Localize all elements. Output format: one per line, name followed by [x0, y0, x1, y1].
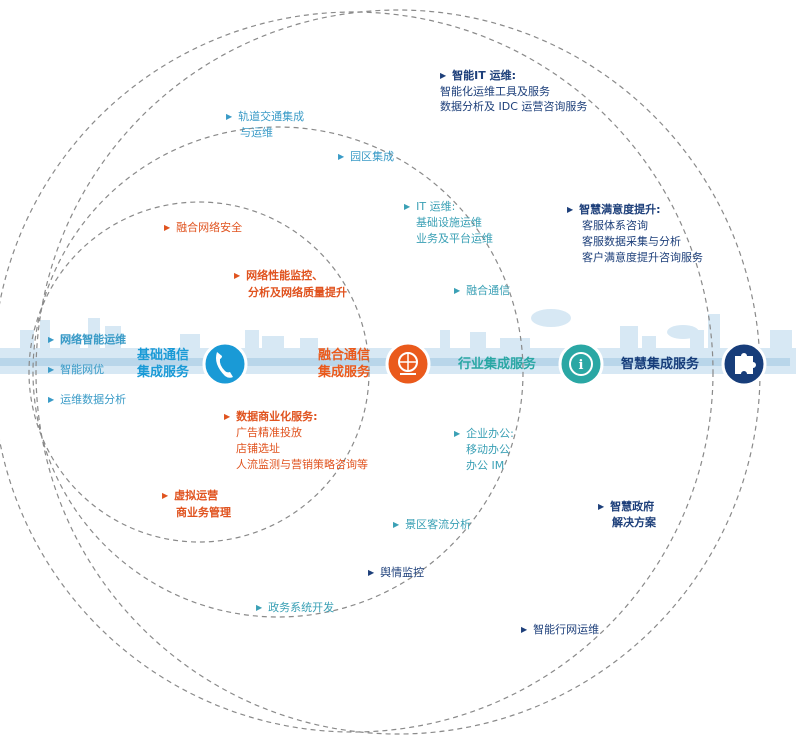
perf-line1: 网络性能监控、 — [234, 268, 323, 284]
puzzle-icon — [721, 341, 767, 387]
office-line1: 移动办公 — [466, 443, 510, 456]
network-globe-icon — [385, 341, 431, 387]
sentiment: 舆情监控 — [368, 565, 424, 581]
net-security: 融合网络安全 — [164, 220, 242, 236]
virtual-line1: 虚拟运营 — [162, 488, 218, 504]
phone-icon — [202, 341, 248, 387]
it-line1: 基础设施运维 — [416, 216, 482, 229]
it-title: IT 运维: — [404, 199, 455, 215]
it-ops-line1: 智能化运维工具及服务 — [440, 85, 550, 98]
perf-line2: 分析及网络质量提升 — [248, 286, 347, 299]
data-title: 数据商业化服务: — [224, 409, 317, 425]
ring-2 — [32, 126, 524, 618]
info-hand-icon: i — [558, 341, 604, 387]
gov-line2: 解决方案 — [612, 516, 656, 529]
data-line3: 人流监测与营销策略咨询等 — [236, 458, 368, 471]
ring-1 — [28, 201, 370, 543]
park-integration: 园区集成 — [338, 149, 394, 165]
it-line2: 业务及平台运维 — [416, 232, 493, 245]
satisfaction-title: 智慧满意度提升: — [567, 202, 660, 218]
ring-2-title: 融合通信集成服务 — [318, 348, 371, 380]
it-ops-title: 智能IT 运维: — [440, 68, 516, 84]
rail-line1: 轨道交通集成 — [226, 109, 304, 125]
fusion-comm: 融合通信 — [454, 283, 510, 299]
it-ops-line2: 数据分析及 IDC 运营咨询服务 — [440, 100, 588, 113]
office-title: 企业办公: — [454, 426, 514, 442]
ops-data: 运维数据分析 — [48, 392, 126, 408]
svg-text:i: i — [579, 358, 584, 373]
satisfaction-line2: 客服数据采集与分析 — [582, 235, 681, 248]
data-line1: 广告精准投放 — [236, 426, 302, 439]
rail-line2: 与运维 — [240, 126, 273, 139]
net-opt: 智能网优 — [48, 362, 104, 378]
ring-1-title: 基础通信集成服务 — [137, 348, 190, 380]
satisfaction-line1: 客服体系咨询 — [582, 219, 648, 232]
gov-line1: 智慧政府 — [598, 499, 654, 515]
smart-net-ops: 智能行网运维 — [521, 622, 599, 638]
scenic: 景区客流分析 — [393, 517, 471, 533]
virtual-line2: 商业务管理 — [176, 506, 231, 519]
ring-4-title: 智慧集成服务 — [621, 357, 700, 372]
ring-3 — [0, 11, 714, 733]
office-line2: 办公 IM — [466, 459, 505, 472]
gov-dev: 政务系统开发 — [256, 600, 334, 616]
satisfaction-line3: 客户满意度提升咨询服务 — [582, 251, 703, 264]
data-line2: 店铺选址 — [236, 442, 280, 455]
ring-3-title: 行业集成服务 — [458, 357, 537, 372]
net-ops: 网络智能运维 — [48, 332, 126, 348]
